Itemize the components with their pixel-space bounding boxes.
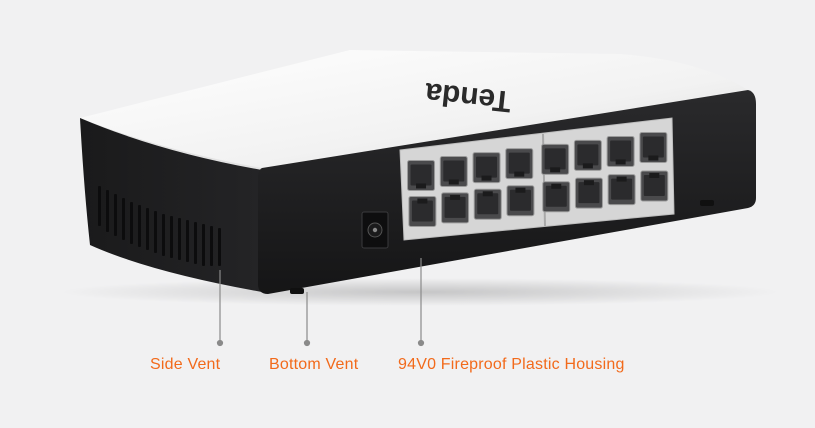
foot-left bbox=[290, 288, 304, 294]
side-vent bbox=[98, 186, 221, 266]
ethernet-port bbox=[472, 152, 501, 184]
ethernet-port bbox=[506, 185, 535, 217]
callout-dot-bottom bbox=[303, 339, 311, 347]
ethernet-port bbox=[574, 177, 603, 209]
ethernet-port bbox=[542, 181, 571, 213]
power-jack bbox=[361, 211, 389, 249]
ethernet-port bbox=[541, 143, 570, 175]
callout-dot-side bbox=[216, 339, 224, 347]
ethernet-port bbox=[505, 148, 534, 180]
ethernet-port bbox=[441, 192, 470, 224]
foot-right bbox=[700, 200, 714, 206]
ethernet-port bbox=[606, 135, 635, 167]
callout-dot-housing bbox=[417, 339, 425, 347]
ethernet-port bbox=[473, 188, 502, 220]
ethernet-port bbox=[639, 132, 668, 164]
ethernet-port-block bbox=[399, 117, 675, 241]
top-shell bbox=[80, 50, 748, 168]
device-shadow bbox=[60, 278, 780, 306]
ethernet-port bbox=[408, 195, 437, 227]
side-panel bbox=[80, 118, 262, 292]
ethernet-port bbox=[573, 139, 602, 171]
ethernet-port bbox=[640, 170, 669, 202]
ethernet-port bbox=[607, 174, 636, 206]
ethernet-port bbox=[407, 159, 436, 191]
ethernet-port bbox=[439, 156, 468, 188]
callout-lines bbox=[216, 258, 425, 347]
callout-bottom-vent: Bottom Vent bbox=[269, 356, 359, 373]
callout-fireproof-housing: 94V0 Fireproof Plastic Housing bbox=[398, 356, 625, 373]
callout-side-vent: Side Vent bbox=[150, 356, 221, 373]
